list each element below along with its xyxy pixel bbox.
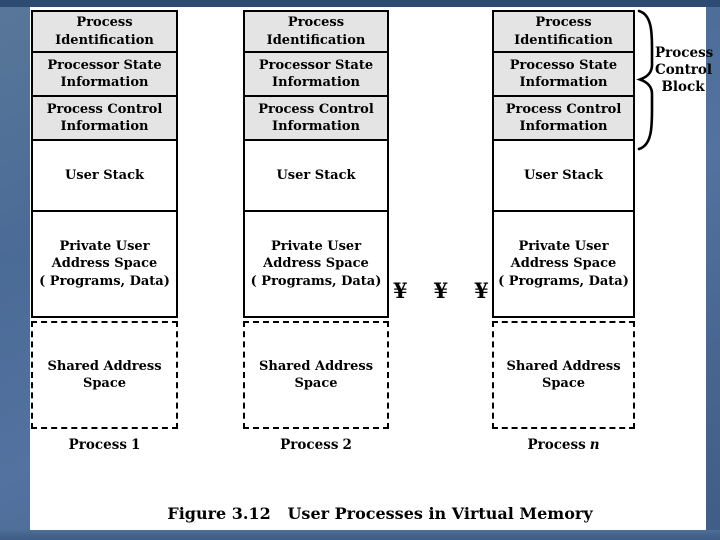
process-column-2: Process Identification Processor State I… (243, 10, 389, 453)
box-private-address-space: Private User Address Space ( Programs, D… (243, 210, 389, 318)
process-column-n: Process Identification Processo State In… (492, 10, 635, 453)
process-label-prefix: Process (68, 437, 127, 453)
box-process-identification: Process Identification (492, 10, 635, 53)
process-label-prefix: Process (527, 437, 586, 453)
process-label-prefix: Process (280, 437, 339, 453)
box-user-stack: User Stack (492, 139, 635, 212)
process-label-number: 1 (130, 437, 141, 453)
process-label-number: n (589, 437, 600, 453)
box-private-address-space: Private User Address Space ( Programs, D… (492, 210, 635, 318)
ellipsis-symbols: ¥ ¥ ¥ (393, 278, 490, 303)
process-column-1: Process Identification Processor State I… (31, 10, 178, 453)
process-control-block-label: Process Control Block (655, 45, 714, 95)
slide-bottom-border (0, 530, 720, 540)
pcb-brace (636, 9, 654, 151)
box-process-control: Process Control Information (243, 95, 389, 141)
box-processor-state: Processor State Information (31, 51, 178, 97)
figure-caption: Figure 3.12 User Processes in Virtual Me… (167, 504, 593, 523)
box-shared-address-space: Shared Address Space (492, 321, 635, 429)
slide-canvas: Process Identification Processor State I… (30, 7, 713, 530)
process-label-number: 2 (342, 437, 352, 453)
box-process-identification: Process Identification (243, 10, 389, 53)
box-user-stack: User Stack (243, 139, 389, 212)
box-shared-address-space: Shared Address Space (31, 321, 178, 429)
box-process-control: Process Control Information (31, 95, 178, 141)
box-processor-state: Processor State Information (243, 51, 389, 97)
box-process-identification: Process Identification (31, 10, 178, 53)
box-private-address-space: Private User Address Space ( Programs, D… (31, 210, 178, 318)
slide-top-border (0, 0, 720, 7)
box-processor-state: Processo State Information (492, 51, 635, 97)
box-shared-address-space: Shared Address Space (243, 321, 389, 429)
box-process-control: Process Control Information (492, 95, 635, 141)
box-user-stack: User Stack (31, 139, 178, 212)
